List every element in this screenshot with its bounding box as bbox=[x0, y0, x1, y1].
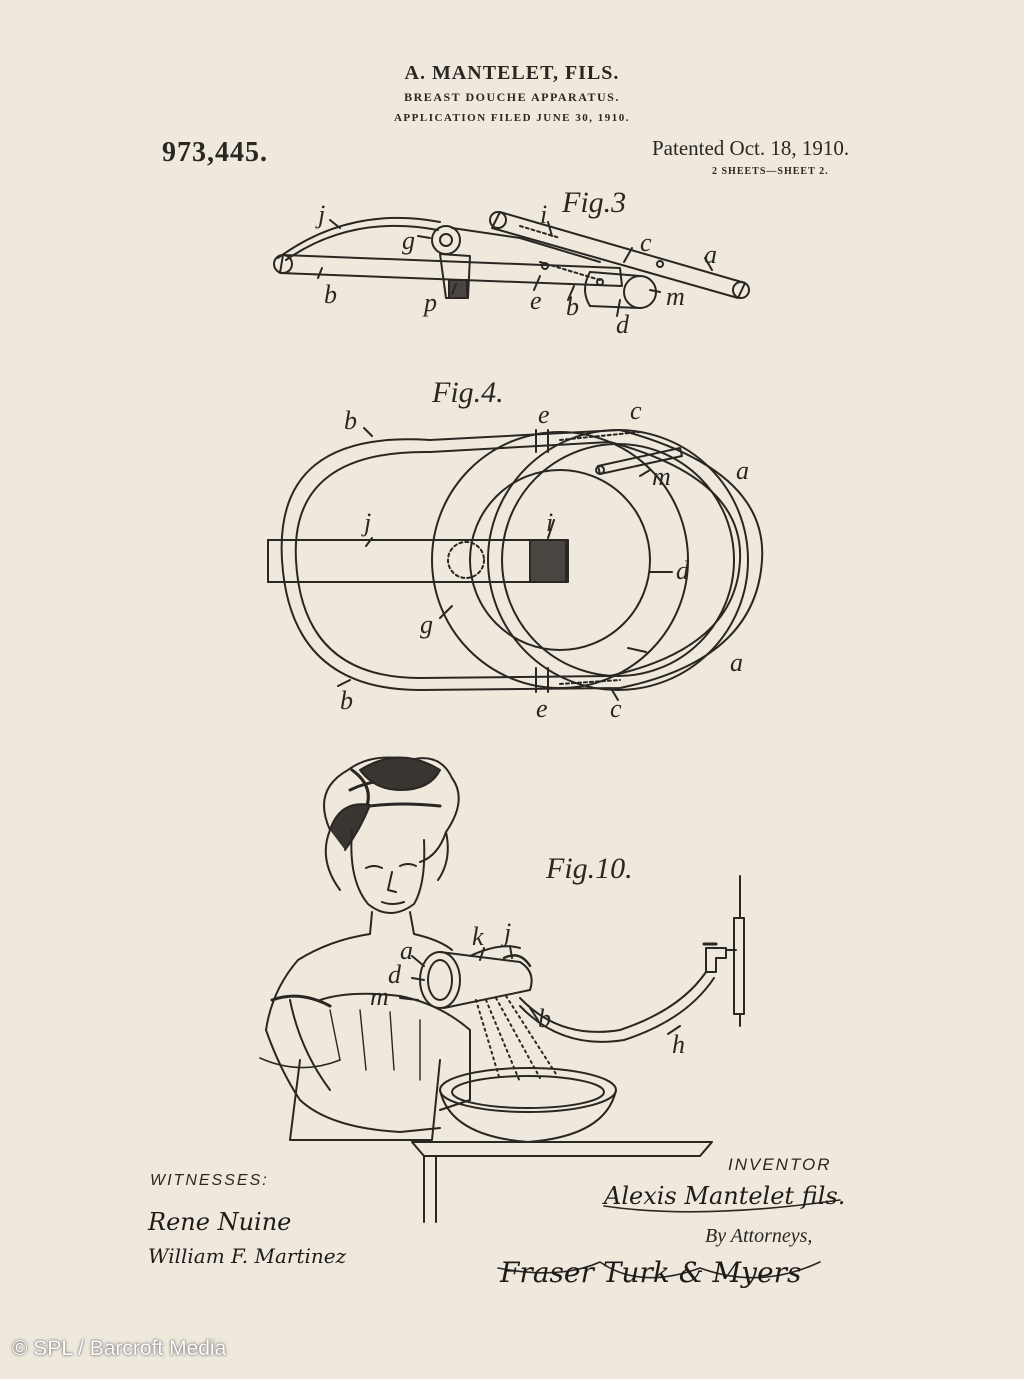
fig4-part-c: c bbox=[630, 396, 642, 425]
fig4-drawing bbox=[267, 427, 764, 701]
fig3-part-j: j bbox=[318, 200, 326, 229]
fig4-part-e: e bbox=[538, 400, 550, 429]
fig4-part-e2: e bbox=[536, 694, 548, 723]
fig10-part-k: k bbox=[472, 922, 484, 951]
application-date: APPLICATION FILED JUNE 30, 1910. bbox=[393, 112, 631, 124]
fig3-part-d: d bbox=[616, 310, 629, 339]
fig4-label: Fig.4. bbox=[432, 376, 504, 409]
signature-strokes bbox=[259, 1057, 841, 1279]
fig4-part-j: j bbox=[364, 508, 372, 537]
inventor-name: A. MANTELET, FILS. bbox=[404, 62, 620, 84]
fig4-part-d: d bbox=[676, 556, 689, 585]
fig4-part-b2: b bbox=[340, 686, 353, 715]
witnesses-label: WITNESSES: bbox=[150, 1172, 269, 1189]
inventor-label: INVENTOR bbox=[728, 1155, 832, 1174]
patented-date: Patented Oct. 18, 1910. bbox=[652, 136, 850, 160]
patent-title: BREAST DOUCHE APPARATUS. bbox=[404, 90, 620, 104]
fig3-part-c: c bbox=[640, 228, 652, 257]
fig10-part-m: m bbox=[370, 982, 389, 1011]
fig4-part-g: g bbox=[420, 610, 433, 639]
fig10-label: Fig.10. bbox=[546, 852, 633, 885]
sheet-count: 2 SHEETS—SHEET 2. bbox=[712, 166, 829, 177]
fig4-part-b: b bbox=[344, 406, 357, 435]
witness-1-signature: Rene Nuine bbox=[148, 1208, 292, 1236]
fig3-part-p: p bbox=[424, 288, 437, 317]
fig3-part-g: g bbox=[402, 226, 415, 255]
fig4-part-a2: a bbox=[730, 648, 743, 677]
fig10-part-b: b bbox=[538, 1004, 551, 1033]
fig10-part-d: d bbox=[388, 960, 401, 989]
photo-credit: © SPL / Barcroft Media bbox=[12, 1337, 227, 1360]
fig3-part-b2: b bbox=[566, 292, 579, 321]
fig3-part-i: i bbox=[540, 200, 548, 229]
fig4-part-c2: c bbox=[610, 694, 622, 723]
fig4-part-i: i bbox=[546, 508, 554, 537]
fig10-part-j: j bbox=[504, 918, 512, 947]
fig3-label: Fig.3 bbox=[562, 186, 627, 219]
by-attorneys: By Attorneys, bbox=[705, 1225, 813, 1247]
attorneys-signature: Fraser Turk & Myers bbox=[500, 1256, 802, 1289]
patent-number: 973,445. bbox=[162, 137, 268, 168]
fig10-drawing bbox=[265, 756, 745, 1223]
fig3-part-m: m bbox=[666, 282, 685, 311]
fig4-part-m: m bbox=[652, 462, 671, 491]
fig3-part-b: b bbox=[324, 280, 337, 309]
fig10-part-a: a bbox=[400, 936, 413, 965]
inventor-signature: Alexis Mantelet fils. bbox=[604, 1182, 846, 1210]
fig3-part-e: e bbox=[530, 286, 542, 315]
fig3-drawing bbox=[273, 211, 750, 317]
fig4-part-a: a bbox=[736, 456, 749, 485]
fig10-part-h: h bbox=[672, 1030, 685, 1059]
fig3-part-a: a bbox=[704, 240, 717, 269]
witness-2-signature: William F. Martinez bbox=[148, 1244, 347, 1268]
